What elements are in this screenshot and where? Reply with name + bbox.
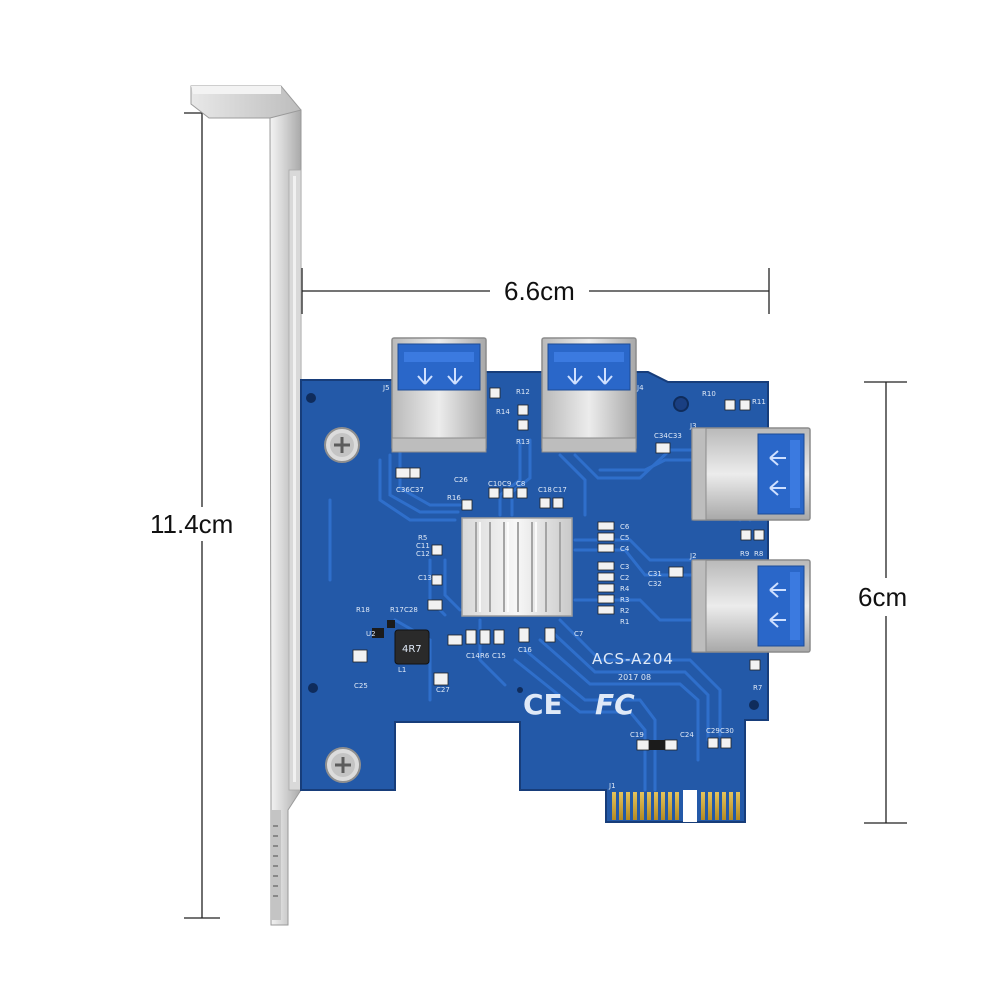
- silk-label: C15: [492, 652, 506, 660]
- silk-label: C26: [454, 476, 468, 484]
- usb-trident-icon: [769, 450, 786, 496]
- silk-label: C24: [680, 731, 694, 739]
- silk-label: U2: [366, 630, 376, 638]
- power-inductor: 4R7: [394, 629, 430, 665]
- silk-label: C34: [654, 432, 668, 440]
- board-width-label: 6.6cm: [490, 276, 589, 306]
- silk-label: R6: [480, 652, 490, 660]
- silk-label-j3: J3: [689, 422, 697, 430]
- silk-label: C30: [720, 727, 734, 735]
- silk-label: C13: [418, 574, 432, 582]
- silk-label: R10: [702, 390, 716, 398]
- silk-label-j5: J5: [382, 384, 390, 392]
- silk-label: C5: [620, 534, 629, 542]
- silk-label: C32: [648, 580, 662, 588]
- silk-label: R17: [390, 606, 404, 614]
- silk-label: C31: [648, 570, 662, 578]
- height-total-label: 11.4cm: [150, 507, 234, 541]
- silk-label: R18: [356, 606, 370, 614]
- pcie-x1-gold-fingers: [612, 792, 740, 820]
- silk-label-j4: J4: [636, 384, 644, 392]
- silk-label-j2: J2: [689, 552, 697, 560]
- silk-label: C27: [436, 686, 450, 694]
- smd-components: [352, 387, 765, 751]
- silkscreen-labels: C36 C37 C26 R16 R5 C11 C12 C13 R18 R17 C…: [354, 384, 766, 790]
- silk-label: C16: [518, 646, 532, 654]
- silk-label: C4: [620, 545, 630, 553]
- silk-label: C17: [553, 486, 567, 494]
- silk-label: R5: [418, 534, 427, 542]
- board-date-code: 2017 08: [618, 673, 651, 682]
- silk-label: C3: [620, 563, 629, 571]
- silk-label: C7: [574, 630, 583, 638]
- silk-label: C18: [538, 486, 552, 494]
- silk-label: R14: [496, 408, 510, 416]
- silk-label: C14: [466, 652, 480, 660]
- usb-port-j2: [691, 559, 811, 653]
- silk-label: C10: [488, 480, 502, 488]
- usb-trident-icon: [417, 368, 463, 385]
- heatsink: [461, 517, 573, 617]
- silk-label: C36: [396, 486, 410, 494]
- silk-label: C29: [706, 727, 720, 735]
- silk-label: R11: [752, 398, 766, 406]
- silk-label-j1: J1: [608, 782, 616, 790]
- silk-label: C2: [620, 574, 629, 582]
- usb-port-j5: [391, 337, 487, 453]
- silk-label: C9: [502, 480, 511, 488]
- board-height-label: 6cm: [858, 578, 908, 616]
- silk-label: R7: [753, 684, 762, 692]
- pcie-bracket: [190, 85, 302, 926]
- silk-label: R3: [620, 596, 629, 604]
- silk-label: C6: [620, 523, 630, 531]
- usb-port-j4: [541, 337, 637, 453]
- silk-label: R2: [620, 607, 629, 615]
- silk-label: R8: [754, 550, 763, 558]
- silk-label: C19: [630, 731, 644, 739]
- silk-label: R13: [516, 438, 530, 446]
- fcc-mark-icon: FC: [595, 688, 635, 721]
- silk-label: C12: [416, 550, 430, 558]
- inductor-label: 4R7: [402, 644, 422, 655]
- board-model-label: ACS-A204: [592, 650, 674, 668]
- ce-mark-icon: CE: [523, 688, 563, 721]
- silk-label: C33: [668, 432, 682, 440]
- silk-label: R16: [447, 494, 461, 502]
- silk-label: R12: [516, 388, 530, 396]
- silk-label: L1: [398, 666, 406, 674]
- mounting-screw-icon: [325, 747, 361, 783]
- usb-trident-icon: [769, 582, 786, 628]
- pcb-board: 4R7: [300, 371, 769, 823]
- silk-label: R9: [740, 550, 749, 558]
- silk-label: R4: [620, 585, 630, 593]
- silk-label: C8: [516, 480, 525, 488]
- usb-port-j3: [691, 427, 811, 521]
- silk-label: R1: [620, 618, 629, 626]
- silk-label: C11: [416, 542, 430, 550]
- mounting-screw-icon: [324, 427, 360, 463]
- usb-trident-icon: [567, 368, 613, 385]
- silk-label: C28: [404, 606, 418, 614]
- silk-label: C37: [410, 486, 424, 494]
- silk-label: C25: [354, 682, 368, 690]
